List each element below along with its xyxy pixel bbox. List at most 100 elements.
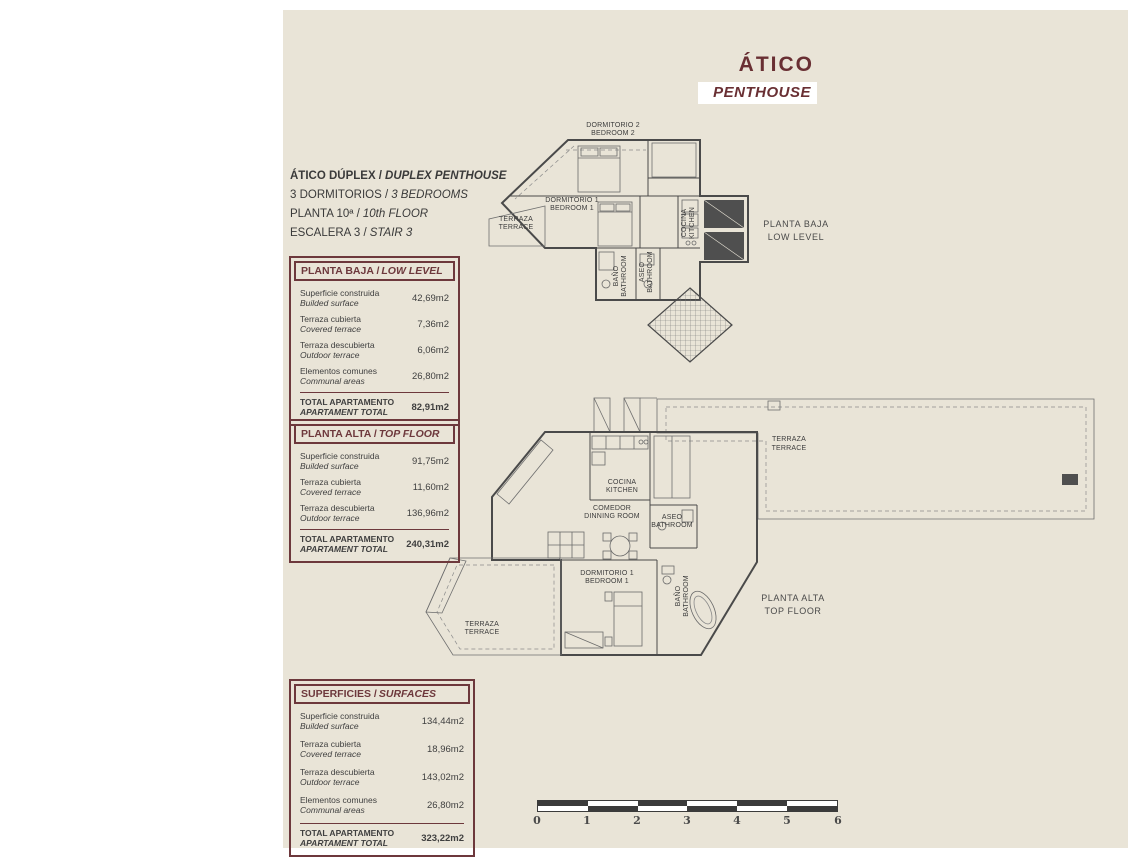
info-floor-en: 10th FLOOR bbox=[362, 208, 429, 220]
info-block: ÁTICO DÚPLEX /DUPLEX PENTHOUSE 3 DORMITO… bbox=[290, 170, 506, 246]
label-top-dining-es: COMEDOR bbox=[593, 505, 631, 512]
row-value: 42,69m2 bbox=[412, 292, 449, 304]
table-header-es: SUPERFICIES / bbox=[301, 688, 377, 700]
row-label-es: Superficie construida bbox=[300, 288, 380, 298]
bed2-icon bbox=[577, 145, 621, 193]
terrace-stairs-icon bbox=[425, 557, 467, 614]
bedroom-bed-icon bbox=[604, 591, 643, 647]
table-low-level: PLANTA BAJA /LOW LEVEL Superficie constr… bbox=[289, 256, 460, 426]
row-value: 18,96m2 bbox=[427, 743, 464, 755]
row-label-en: Builded surface bbox=[300, 461, 359, 471]
label-top-terrace-right-es: TERRAZA bbox=[772, 436, 806, 443]
label-bedroom2-en: BEDROOM 2 bbox=[591, 130, 635, 137]
row-label-es: Superficie construida bbox=[300, 451, 380, 461]
terrace-dark-box-icon bbox=[1062, 474, 1078, 485]
row-value: 26,80m2 bbox=[412, 370, 449, 382]
info-line-bedrooms: 3 DORMITORIOS /3 BEDROOMS bbox=[290, 189, 506, 201]
label-top-kitchen-en: KITCHEN bbox=[606, 487, 638, 494]
scale-tick: 5 bbox=[783, 814, 791, 827]
total-label-en: APARTAMENT TOTAL bbox=[300, 838, 388, 848]
label-top-terrace-left-es: TERRAZA bbox=[465, 621, 499, 628]
row-label-es: Terraza descubierta bbox=[300, 767, 375, 777]
low-plan-outline bbox=[500, 139, 749, 301]
label-bedroom2-es: DORMITORIO 2 bbox=[586, 122, 640, 129]
page-subtitle: PENTHOUSE bbox=[713, 84, 811, 101]
row-value: 143,02m2 bbox=[421, 771, 464, 783]
row-label-es: Elementos comunes bbox=[300, 795, 378, 805]
info-type-en: DUPLEX PENTHOUSE bbox=[385, 170, 507, 182]
row-label-es: Terraza cubierta bbox=[300, 739, 361, 749]
row-value: 91,75m2 bbox=[412, 455, 449, 467]
table-surfaces: SUPERFICIES /SURFACES Superficie constru… bbox=[289, 679, 475, 857]
total-value: 240,31m2 bbox=[406, 538, 449, 550]
row-label-en: Covered terrace bbox=[300, 487, 361, 497]
info-stair-en: STAIR 3 bbox=[369, 227, 413, 239]
total-label-en: APARTAMENT TOTAL bbox=[300, 407, 388, 417]
top-plan-outline bbox=[491, 431, 758, 656]
row-label-en: Outdoor terrace bbox=[300, 350, 360, 360]
row-label-es: Terraza cubierta bbox=[300, 314, 361, 324]
table-header-en: SURFACES bbox=[378, 688, 437, 700]
info-type-es: ÁTICO DÚPLEX / bbox=[290, 170, 383, 182]
scale-bar-strip bbox=[537, 800, 838, 812]
kitchen-fixtures-icon bbox=[681, 199, 699, 246]
label-low-bedroom1-es: DORMITORIO 1 bbox=[545, 197, 599, 204]
table-low-level-header: PLANTA BAJA /LOW LEVEL bbox=[294, 261, 455, 281]
title-block: ÁTICO PENTHOUSE bbox=[698, 53, 817, 104]
table-header-es: PLANTA BAJA / bbox=[301, 265, 380, 277]
top-plan-terrace-right-dash bbox=[665, 406, 1087, 512]
label-low-kitchen-en: KITCHEN bbox=[689, 207, 696, 239]
row-value: 136,96m2 bbox=[406, 507, 449, 519]
top-plan-inner-walls bbox=[561, 432, 698, 655]
low-plan-ceiling-dash bbox=[514, 145, 646, 200]
label-low-bedroom1-en: BEDROOM 1 bbox=[550, 205, 594, 212]
total-value: 82,91m2 bbox=[411, 401, 449, 413]
label-top-bath-en: BATHROOM bbox=[683, 575, 690, 617]
dining-table-icon bbox=[602, 532, 638, 560]
row-label-en: Builded surface bbox=[300, 298, 359, 308]
info-bedrooms-es: 3 DORMITORIOS / bbox=[290, 189, 389, 201]
bed1-icon bbox=[597, 201, 633, 247]
low-level-plan: DORMITORIO 2 BEDROOM 2 TERRAZA TERRACE D… bbox=[488, 122, 828, 363]
label-top-bath-es: BAÑO bbox=[673, 585, 682, 606]
row-label-es: Superficie construida bbox=[300, 711, 380, 721]
label-top-terrace-right-en: TERRACE bbox=[772, 445, 807, 452]
table-top-floor: PLANTA ALTA /TOP FLOOR Superficie constr… bbox=[289, 419, 460, 563]
table-header-en: LOW LEVEL bbox=[381, 265, 443, 277]
terrace-vent-icon bbox=[767, 400, 781, 411]
label-low-kitchen-es: COCINA bbox=[681, 209, 688, 238]
total-label-es: TOTAL APARTAMENTO bbox=[300, 397, 395, 407]
label-low-bath-es: BAÑO bbox=[611, 265, 620, 286]
row-label-en: Covered terrace bbox=[300, 324, 361, 334]
row-value: 134,44m2 bbox=[421, 715, 464, 727]
scale-tick: 2 bbox=[633, 814, 641, 827]
stairs-upper-icon bbox=[651, 142, 697, 178]
info-line-type: ÁTICO DÚPLEX /DUPLEX PENTHOUSE bbox=[290, 170, 506, 182]
label-top-terrace-left-en: TERRACE bbox=[465, 629, 500, 636]
stairs-entry-icon bbox=[496, 439, 554, 505]
roof-shafts-icon bbox=[593, 397, 657, 433]
scale-bar: 0 1 2 3 4 5 6 bbox=[533, 800, 842, 828]
scale-tick: 6 bbox=[834, 814, 842, 827]
label-low-terrace-es: TERRAZA bbox=[499, 216, 533, 223]
label-low-side-es: PLANTA BAJA bbox=[763, 219, 828, 229]
table-surfaces-header: SUPERFICIES /SURFACES bbox=[294, 684, 470, 704]
label-top-side-en: TOP FLOOR bbox=[764, 606, 821, 616]
label-top-bedroom1-en: BEDROOM 1 bbox=[585, 578, 629, 585]
scale-tick: 4 bbox=[733, 814, 741, 827]
label-top-dining-en: DINNING ROOM bbox=[584, 513, 640, 520]
row-label-en: Covered terrace bbox=[300, 749, 361, 759]
row-label-en: Outdoor terrace bbox=[300, 777, 360, 787]
total-label-en: APARTAMENT TOTAL bbox=[300, 544, 388, 554]
plan-sheet bbox=[283, 10, 1128, 848]
table-header-en: TOP FLOOR bbox=[378, 428, 440, 440]
